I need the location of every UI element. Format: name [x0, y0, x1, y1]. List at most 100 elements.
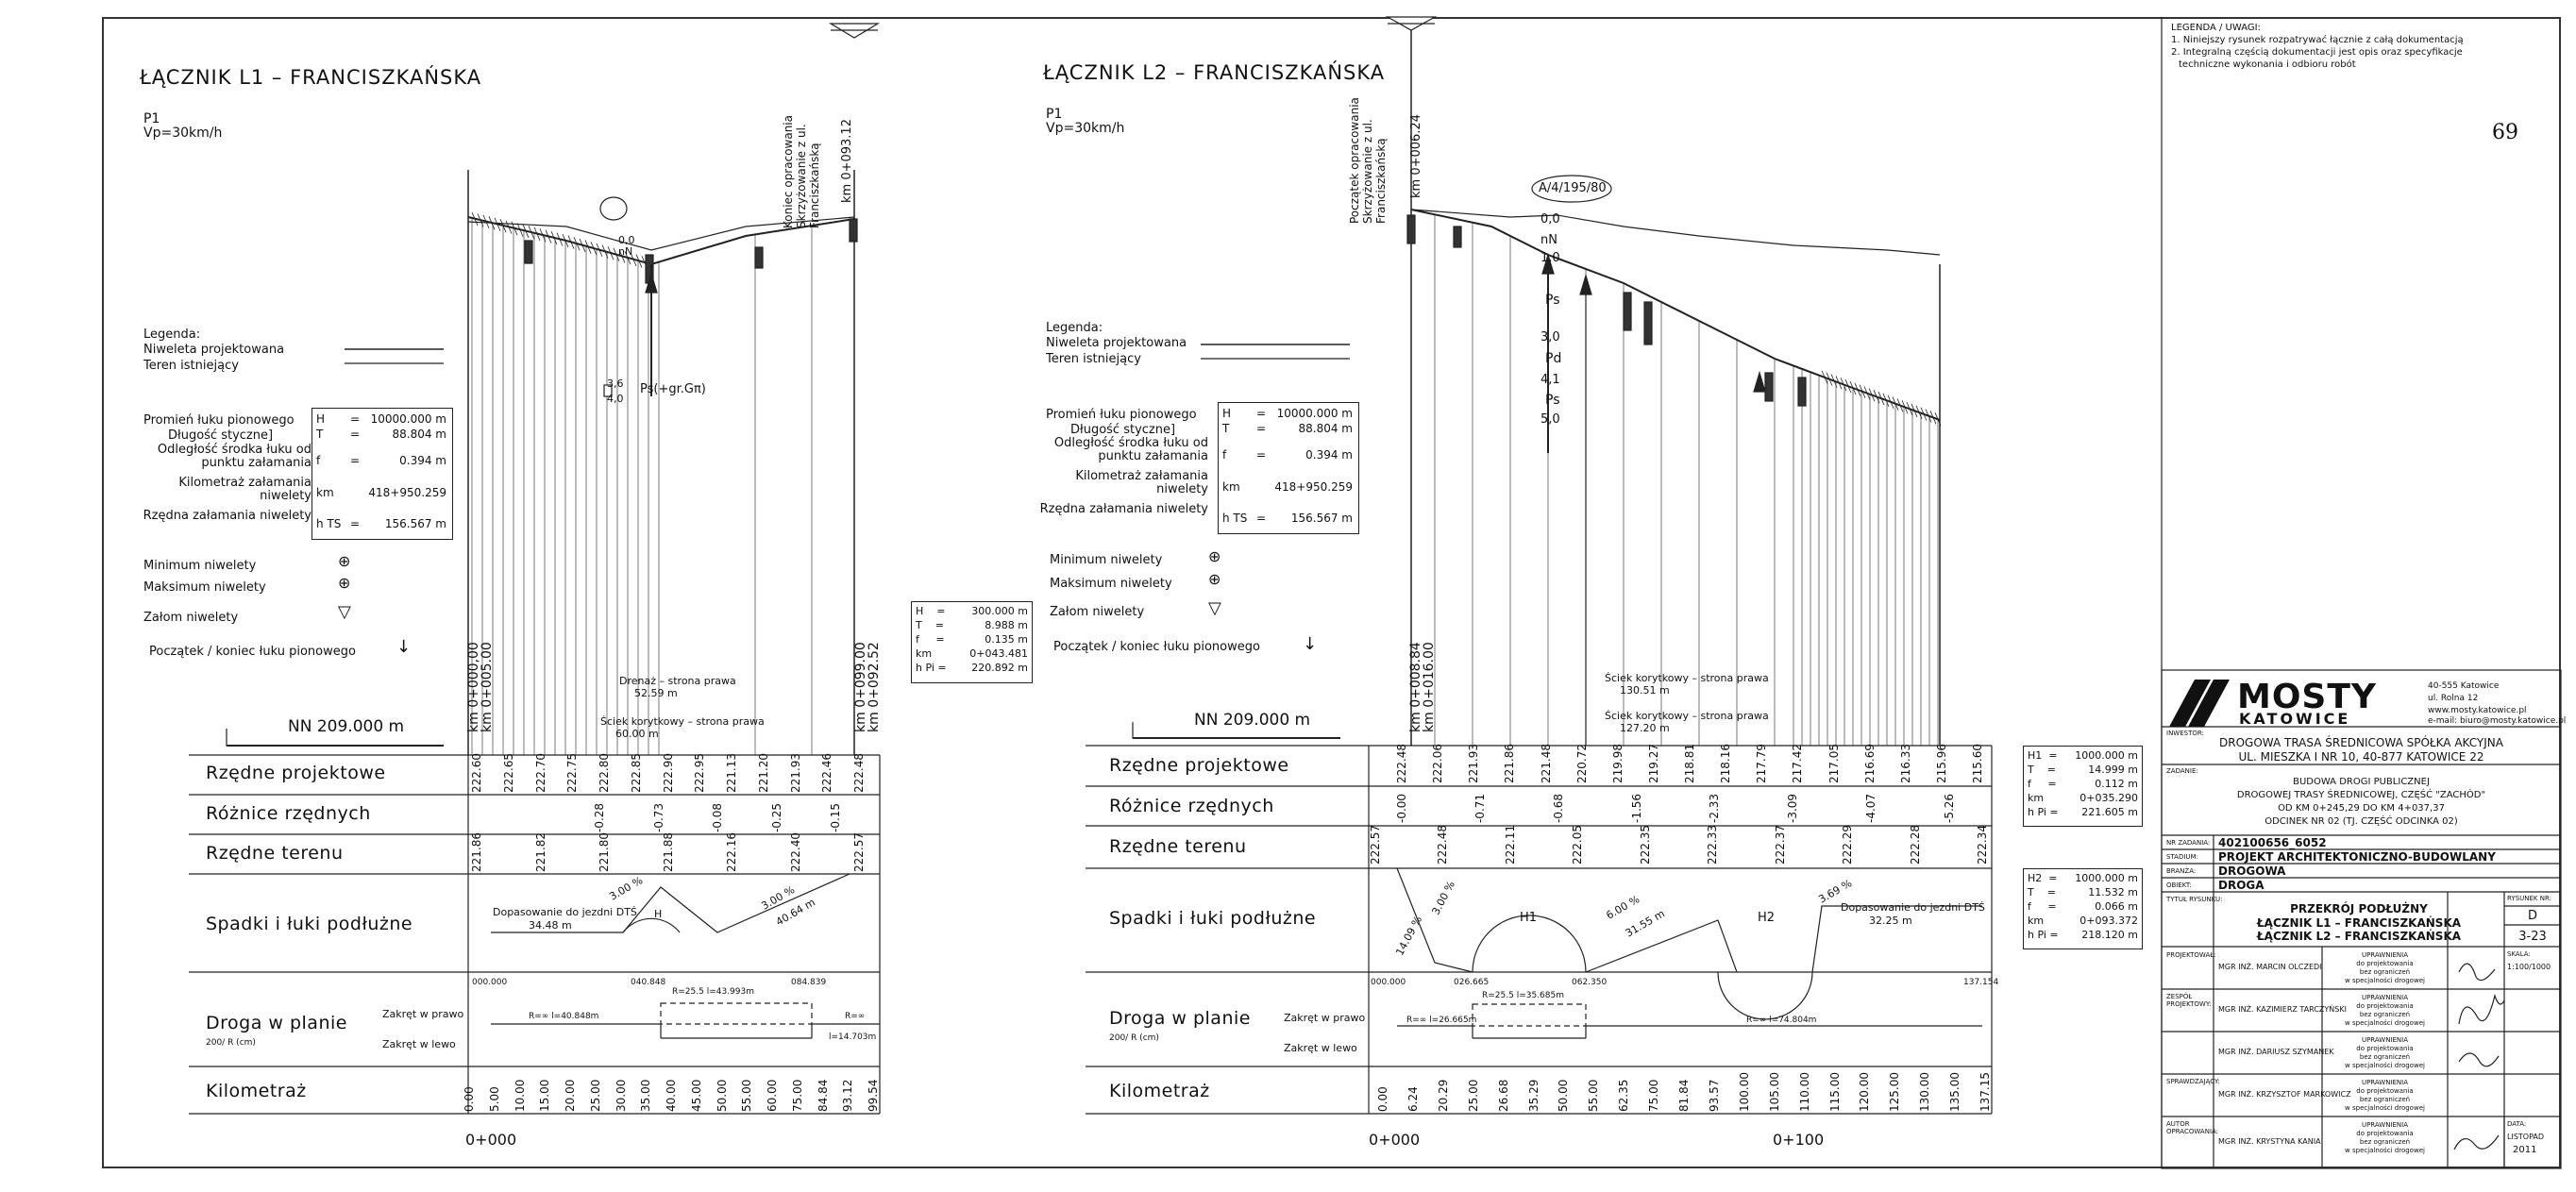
- l2-rzedne-proj-value: 216.33: [1898, 744, 1912, 783]
- l2-rzedne-ter-value: 222.57: [1369, 825, 1382, 865]
- l2-km-value: 100.00: [1737, 1072, 1751, 1112]
- l2-rzedne-proj-value: 216.69: [1862, 744, 1877, 783]
- l2-legend-zalom: Załom niwelety: [1050, 605, 1145, 619]
- l2-title: ŁĄCZNIK L2 – FRANCISZKAŃSKA: [1043, 61, 1386, 84]
- l1-sciek: Ściek korytkowy – strona prawa: [600, 715, 765, 728]
- l1-zakret-prawo: Zakręt w prawo: [382, 1008, 464, 1020]
- l2-minimum-symbol-icon: ⊕: [1208, 547, 1221, 565]
- hatch-line: [511, 221, 518, 236]
- maximum-symbol-icon: ⊕: [338, 574, 351, 592]
- logo-mark: [2169, 680, 2230, 727]
- l2-legend-dlugosc: Długość styczne]: [1070, 423, 1176, 437]
- l1-km-value: 10.00: [513, 1079, 527, 1112]
- l2-legend-teren: Teren istniejący: [1046, 352, 1141, 366]
- l1-speed: Vp=30km/h: [143, 126, 223, 141]
- tb-zadanie-3: OD KM 0+245,29 DO KM 4+037,37: [2278, 803, 2445, 814]
- hatch-line: [567, 235, 575, 249]
- l2-km-value: 135.00: [1948, 1072, 1962, 1112]
- l2-legend-maksimum: Maksimum niwelety: [1050, 577, 1172, 591]
- l2-rzedne-ter-value: 222.37: [1773, 825, 1787, 865]
- hatch-line: [545, 229, 552, 243]
- l2-rzedne-proj-value: 217.79: [1755, 744, 1769, 783]
- l1-band-rzedne-ter: Rzędne terenu: [206, 843, 344, 864]
- notes-heading: LEGENDA / UWAGI:: [2171, 23, 2261, 33]
- company-logo-text: MOSTY: [2237, 678, 2377, 716]
- l2-rzedne-ter-value: 222.34: [1976, 825, 1989, 865]
- l1-rzedne-ter-value: 221.86: [470, 832, 483, 872]
- l1-rzedne-proj-value: 222.90: [661, 753, 675, 793]
- l2-droga-r2: R=25.5 l=35.685m: [1482, 991, 1564, 1000]
- l1-rzedne-proj-value: 221.20: [756, 753, 770, 793]
- l2-rzedne-proj-value: 218.16: [1719, 744, 1733, 783]
- l2-km-value: 55.00: [1587, 1079, 1601, 1112]
- l2-rzedne-ter-value: 222.35: [1638, 825, 1652, 865]
- l2-spadki-right-len: 32.25 m: [1869, 915, 1912, 927]
- hatch-line: [579, 238, 586, 253]
- l1-zakret-lewo: Zakręt w lewo: [382, 1038, 456, 1050]
- hatch-line: [522, 224, 530, 239]
- hatch-line: [607, 246, 615, 260]
- l2-rzedne-ter-value: 222.29: [1841, 825, 1855, 865]
- l2-sciek1-len: 130.51 m: [1620, 684, 1670, 697]
- l2-rzedne-ter-value: 222.28: [1908, 825, 1922, 865]
- tb-zesp-2: MGR INŻ. DARIUSZ SZYMANEK: [2218, 1048, 2334, 1056]
- l2-km-value: 6.24: [1406, 1086, 1420, 1112]
- legend-maksimum: Maksimum niwelety: [143, 580, 266, 595]
- tb-zadanie-1: BUDOWA DROGI PUBLICZNEJ: [2293, 777, 2430, 787]
- tb-uprawnienia-line: w specjalności drogowej: [2345, 1019, 2425, 1027]
- tb-skala: 1:100/1000: [2507, 963, 2551, 971]
- l1-rzedne-proj-value: 222.70: [533, 753, 547, 793]
- l1-sciek-len: 60.00 m: [615, 728, 659, 740]
- l1-km-value: 93.12: [841, 1079, 855, 1112]
- tb-nr-label: NR ZADANIA:: [2166, 839, 2211, 847]
- l1-ps-label: Ps(+gr.Gπ): [640, 382, 706, 396]
- l2-km-value: 50.00: [1557, 1079, 1571, 1112]
- tb-inwestor-label: INWESTOR:: [2166, 730, 2204, 737]
- l1-km-value: 20.00: [564, 1079, 577, 1112]
- tb-uprawnienia-line: UPRAWNIENIA: [2361, 1121, 2409, 1129]
- l1-depth-a: 3,6: [607, 378, 624, 390]
- l1-droga-s3: 084.839: [791, 978, 827, 987]
- l2-zalom-symbol-icon: ▽: [1208, 598, 1221, 618]
- l2-legend-promien: Promień łuku pionowego: [1046, 408, 1197, 422]
- l2-rzedne-ter-value: 222.48: [1436, 825, 1450, 865]
- l2-km-value: 62.35: [1617, 1079, 1631, 1112]
- l2-rzedne-proj-value: 222.48: [1395, 744, 1408, 783]
- legend-dlugosc: Długość styczne]: [168, 428, 274, 443]
- hatch-line: [516, 223, 524, 237]
- tb-uprawnienia-line: bez ograniczeń: [2359, 1011, 2411, 1018]
- tb-zesp-1: MGR INŻ. KAZIMIERZ TARCZYŃSKI: [2218, 1005, 2347, 1014]
- hatch-line: [533, 227, 541, 241]
- l2-speed: Vp=30km/h: [1046, 121, 1125, 136]
- l2-km-value: 26.68: [1496, 1079, 1510, 1112]
- hatch-line: [584, 240, 592, 254]
- l1-rzedne-proj-value: 222.85: [629, 753, 643, 793]
- hatch-line: [1887, 395, 1894, 409]
- l2-chainage-100: 0+100: [1773, 1131, 1825, 1149]
- tb-rys-1: D: [2527, 909, 2537, 923]
- l1-title: ŁĄCZNIK L1 – FRANCISZKAŃSKA: [140, 66, 482, 89]
- l2-rzedne-proj-value: 218.81: [1683, 744, 1696, 783]
- l2-legend-kilometraz: Kilometraż załamania niwelety: [1075, 469, 1208, 496]
- tb-tytul-2: ŁĄCZNIK L1 – FRANCISZKAŃSKA: [2256, 916, 2462, 930]
- hatch-line: [1882, 393, 1890, 408]
- tb-uprawnienia-line: bez ograniczeń: [2359, 1096, 2411, 1103]
- tb-zadanie-label: ZADANIE:: [2166, 767, 2198, 775]
- company-addr-4: e-mail: biuro@mosty.katowice.pl: [2428, 716, 2567, 726]
- l2-p1: P1: [1046, 107, 1063, 122]
- l1-rzedne-proj-value: 221.93: [788, 753, 802, 793]
- l2-km-value: 75.00: [1647, 1079, 1661, 1112]
- l2-depth-0: 0,0: [1541, 212, 1560, 227]
- l2-droga-s4: 137.154: [1963, 978, 1999, 987]
- tb-branza: DROGOWA: [2218, 865, 2286, 878]
- tb-tytul-3: ŁĄCZNIK L2 – FRANCISZKAŃSKA: [2256, 930, 2462, 943]
- hatch-line: [488, 216, 496, 230]
- hatch-line: [1906, 401, 1913, 416]
- legend-rzedna: Rzędna załamania niwelety: [143, 509, 311, 523]
- l2-rzedne-ter-value: 222.33: [1706, 825, 1720, 865]
- tb-spr: MGR INŻ. KRZYSZTOF MARKOWICZ: [2218, 1090, 2351, 1099]
- l1-km-value: 50.00: [715, 1079, 729, 1112]
- tb-nr: 402100656_6052: [2218, 836, 2327, 849]
- l2-band-droga: Droga w planie: [1109, 1008, 1251, 1029]
